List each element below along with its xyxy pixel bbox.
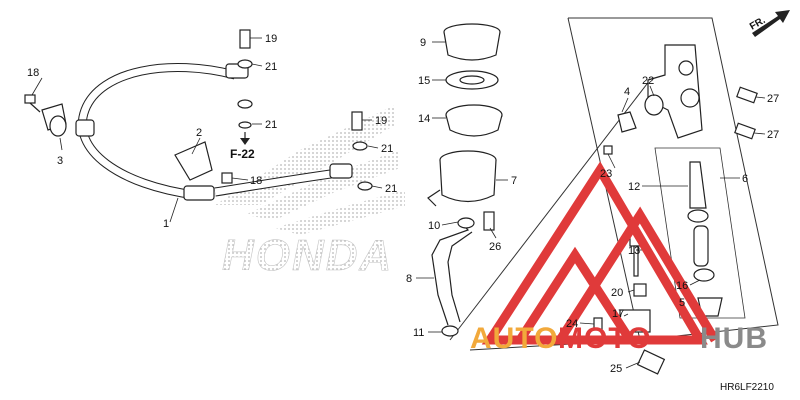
callout-p22: 22	[642, 75, 654, 87]
watermark-triangle-large	[481, 161, 708, 345]
watermark-text-moto: MOTO	[558, 322, 651, 355]
callout-p10: 10	[428, 220, 440, 232]
hose-clamp-group	[24, 29, 373, 191]
callout-p11: 11	[413, 327, 424, 339]
honda-wing-watermark: HONDA	[215, 105, 405, 280]
callout-p7: 7	[511, 175, 517, 187]
honda-watermark-text: HONDA	[222, 231, 393, 280]
watermark-text-auto: AUTO	[470, 322, 558, 355]
diagram-code: HR6LF2210	[720, 382, 774, 393]
callout-p1: 1	[163, 218, 169, 230]
brake-hose	[75, 63, 353, 201]
callout-p25: 25	[610, 363, 622, 375]
callout-p19b: 19	[375, 115, 387, 127]
callout-labels: 18 3 1 2 18 19 21 21 19 21 21 9 15 14 7 …	[27, 33, 779, 375]
watermark-triangle-left	[516, 246, 634, 343]
callout-p12: 12	[628, 181, 640, 193]
callout-p21a: 21	[265, 61, 277, 73]
callout-p23: 23	[600, 168, 612, 180]
callout-p27a: 27	[767, 93, 779, 105]
callout-p3: 3	[57, 155, 63, 167]
watermark-text: AUTO MOTO HUB	[470, 322, 768, 355]
reservoir-group	[427, 23, 503, 337]
callout-p6: 6	[742, 173, 748, 185]
callout-p18b: 18	[250, 175, 262, 187]
callout-p15: 15	[418, 75, 430, 87]
callout-p14: 14	[418, 113, 430, 125]
watermark-logo	[481, 161, 719, 345]
assembly-outline	[449, 17, 779, 351]
callout-p9: 9	[420, 37, 426, 49]
callout-p2: 2	[196, 127, 202, 139]
front-direction-arrow: FR.	[748, 10, 790, 37]
callout-p19a: 19	[265, 33, 277, 45]
callout-p21c: 21	[381, 143, 393, 155]
leader-lines	[31, 37, 766, 369]
watermark-triangle-right	[556, 206, 719, 343]
callout-p13: 13	[628, 245, 640, 257]
callout-p18a: 18	[27, 67, 39, 79]
callout-p20: 20	[611, 287, 623, 299]
callout-p16: 16	[676, 280, 688, 292]
callout-p8: 8	[406, 273, 412, 285]
callout-p21b: 21	[265, 119, 277, 131]
callout-p5: 5	[679, 297, 685, 309]
reference-label: F-22	[230, 147, 255, 161]
callout-p24: 24	[566, 318, 578, 330]
callout-p4: 4	[624, 86, 630, 98]
callout-p26: 26	[489, 241, 501, 253]
callout-p21d: 21	[385, 183, 397, 195]
watermark-text-hub: HUB	[700, 322, 768, 355]
callout-p17: 17	[612, 308, 624, 320]
callout-p27b: 27	[767, 129, 779, 141]
reference-f22: F-22	[230, 132, 255, 161]
